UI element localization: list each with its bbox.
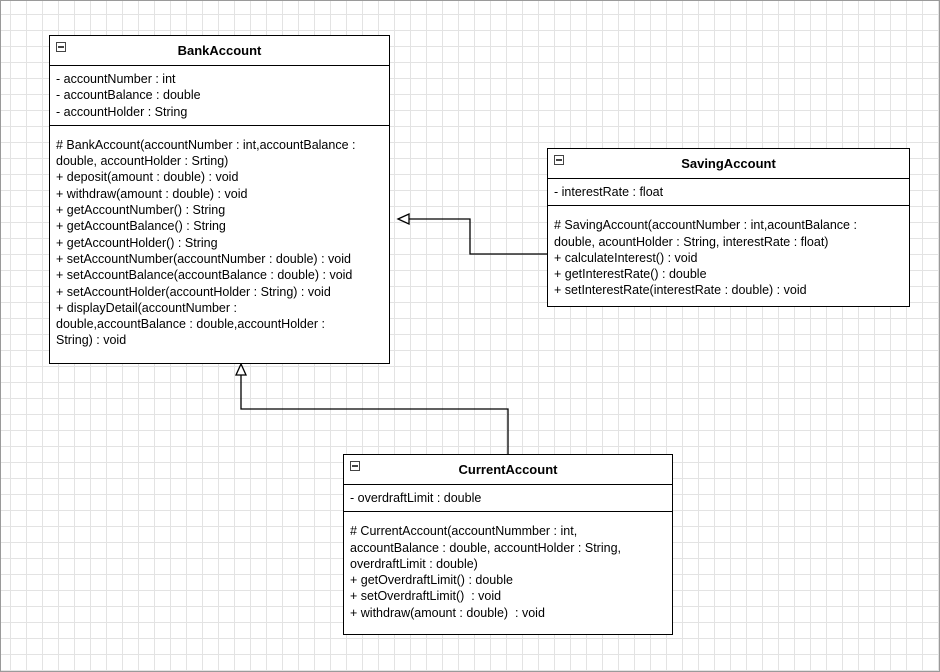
attributes-section: - interestRate : float — [548, 179, 909, 207]
attribute: - overdraftLimit : double — [350, 491, 482, 505]
method: + withdraw(amount : double) : void — [56, 186, 248, 201]
methods-section: # BankAccount(accountNumber : int,accoun… — [50, 126, 389, 354]
class-name: BankAccount — [177, 43, 262, 58]
saving-generalization-arrowhead — [396, 212, 410, 226]
method: + displayDetail(accountNumber : — [56, 300, 237, 315]
attributes-section: - overdraftLimit : double — [344, 485, 672, 513]
collapse-icon[interactable] — [554, 155, 564, 165]
class-header[interactable]: CurrentAccount — [344, 455, 672, 485]
method: double, accountHolder : Srting) — [56, 154, 229, 169]
class-saving-account[interactable]: SavingAccount - interestRate : float # S… — [547, 148, 910, 307]
method: + setOverdraftLimit() : void — [350, 589, 502, 604]
method: + setAccountNumber(accountNumber : doubl… — [56, 251, 351, 266]
method: # SavingAccount(accountNumber : int,acou… — [554, 218, 857, 233]
method: + calculateInterest() : void — [554, 250, 698, 265]
attributes-section: - accountNumber : int - accountBalance :… — [50, 66, 389, 126]
collapse-icon[interactable] — [56, 42, 66, 52]
attribute: - accountNumber : int — [56, 72, 176, 86]
method: # BankAccount(accountNumber : int,accoun… — [56, 137, 356, 152]
class-current-account[interactable]: CurrentAccount - overdraftLimit : double… — [343, 454, 673, 635]
current-generalization-arrowhead — [234, 362, 248, 376]
class-bank-account[interactable]: BankAccount - accountNumber : int - acco… — [49, 35, 390, 364]
method: String) : void — [56, 333, 127, 348]
method: + withdraw(amount : double) : void — [350, 605, 545, 620]
class-header[interactable]: SavingAccount — [548, 149, 909, 179]
methods-section: # SavingAccount(accountNumber : int,acou… — [548, 206, 909, 303]
class-name: SavingAccount — [681, 156, 776, 171]
method: + setAccountHolder(accountHolder : Strin… — [56, 284, 331, 299]
method: + deposit(amount : double) : void — [56, 170, 239, 185]
class-name: CurrentAccount — [458, 462, 558, 477]
collapse-icon[interactable] — [350, 461, 360, 471]
methods-section: # CurrentAccount(accountNummber : int, a… — [344, 512, 672, 626]
method: + setInterestRate(interestRate : double)… — [554, 283, 807, 298]
attribute: - accountHolder : String — [56, 104, 188, 119]
method: double,accountBalance : double,accountHo… — [56, 317, 325, 332]
method: + setAccountBalance(accountBalance : dou… — [56, 268, 353, 283]
method: double, acountHolder : String, interestR… — [554, 234, 829, 249]
method: + getAccountBalance() : String — [56, 219, 226, 234]
method: overdraftLimit : double) — [350, 556, 478, 571]
method: # CurrentAccount(accountNummber : int, — [350, 524, 578, 539]
attribute: - accountBalance : double — [56, 88, 201, 103]
method: accountBalance : double, accountHolder :… — [350, 540, 622, 555]
method: + getAccountHolder() : String — [56, 235, 218, 250]
method: + getOverdraftLimit() : double — [350, 573, 513, 588]
saving-to-bank-generalization[interactable] — [409, 218, 548, 255]
attribute: - interestRate : float — [554, 185, 664, 199]
class-header[interactable]: BankAccount — [50, 36, 389, 66]
current-to-bank-generalization[interactable] — [240, 375, 509, 455]
method: + getAccountNumber() : String — [56, 203, 226, 218]
method: + getInterestRate() : double — [554, 267, 707, 282]
